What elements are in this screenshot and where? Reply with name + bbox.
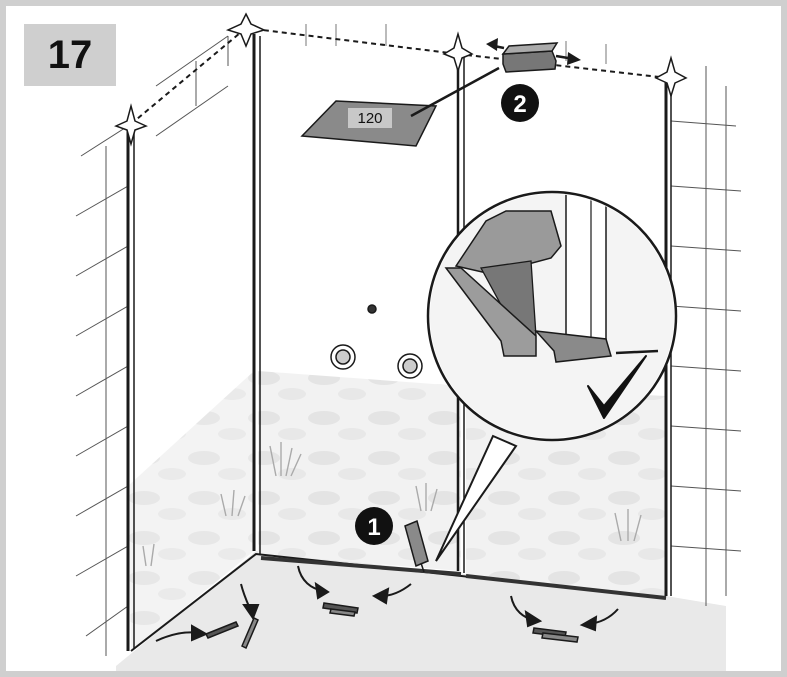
shower-installation-illustration: 120 2 (6, 6, 787, 677)
callout-2: 2 (501, 84, 539, 122)
callout-2-leader (411, 68, 499, 116)
stone-panel-back-left (258, 371, 461, 571)
sandpaper-grit-label: 120 (357, 110, 382, 127)
right-wall-tiles (671, 66, 741, 606)
sandpaper-icon: 120 (302, 101, 436, 146)
callout-1-label: 1 (367, 514, 380, 541)
callout-1: 1 (355, 507, 393, 545)
callout-2-label: 2 (513, 91, 526, 118)
shower-fixtures (331, 305, 422, 378)
